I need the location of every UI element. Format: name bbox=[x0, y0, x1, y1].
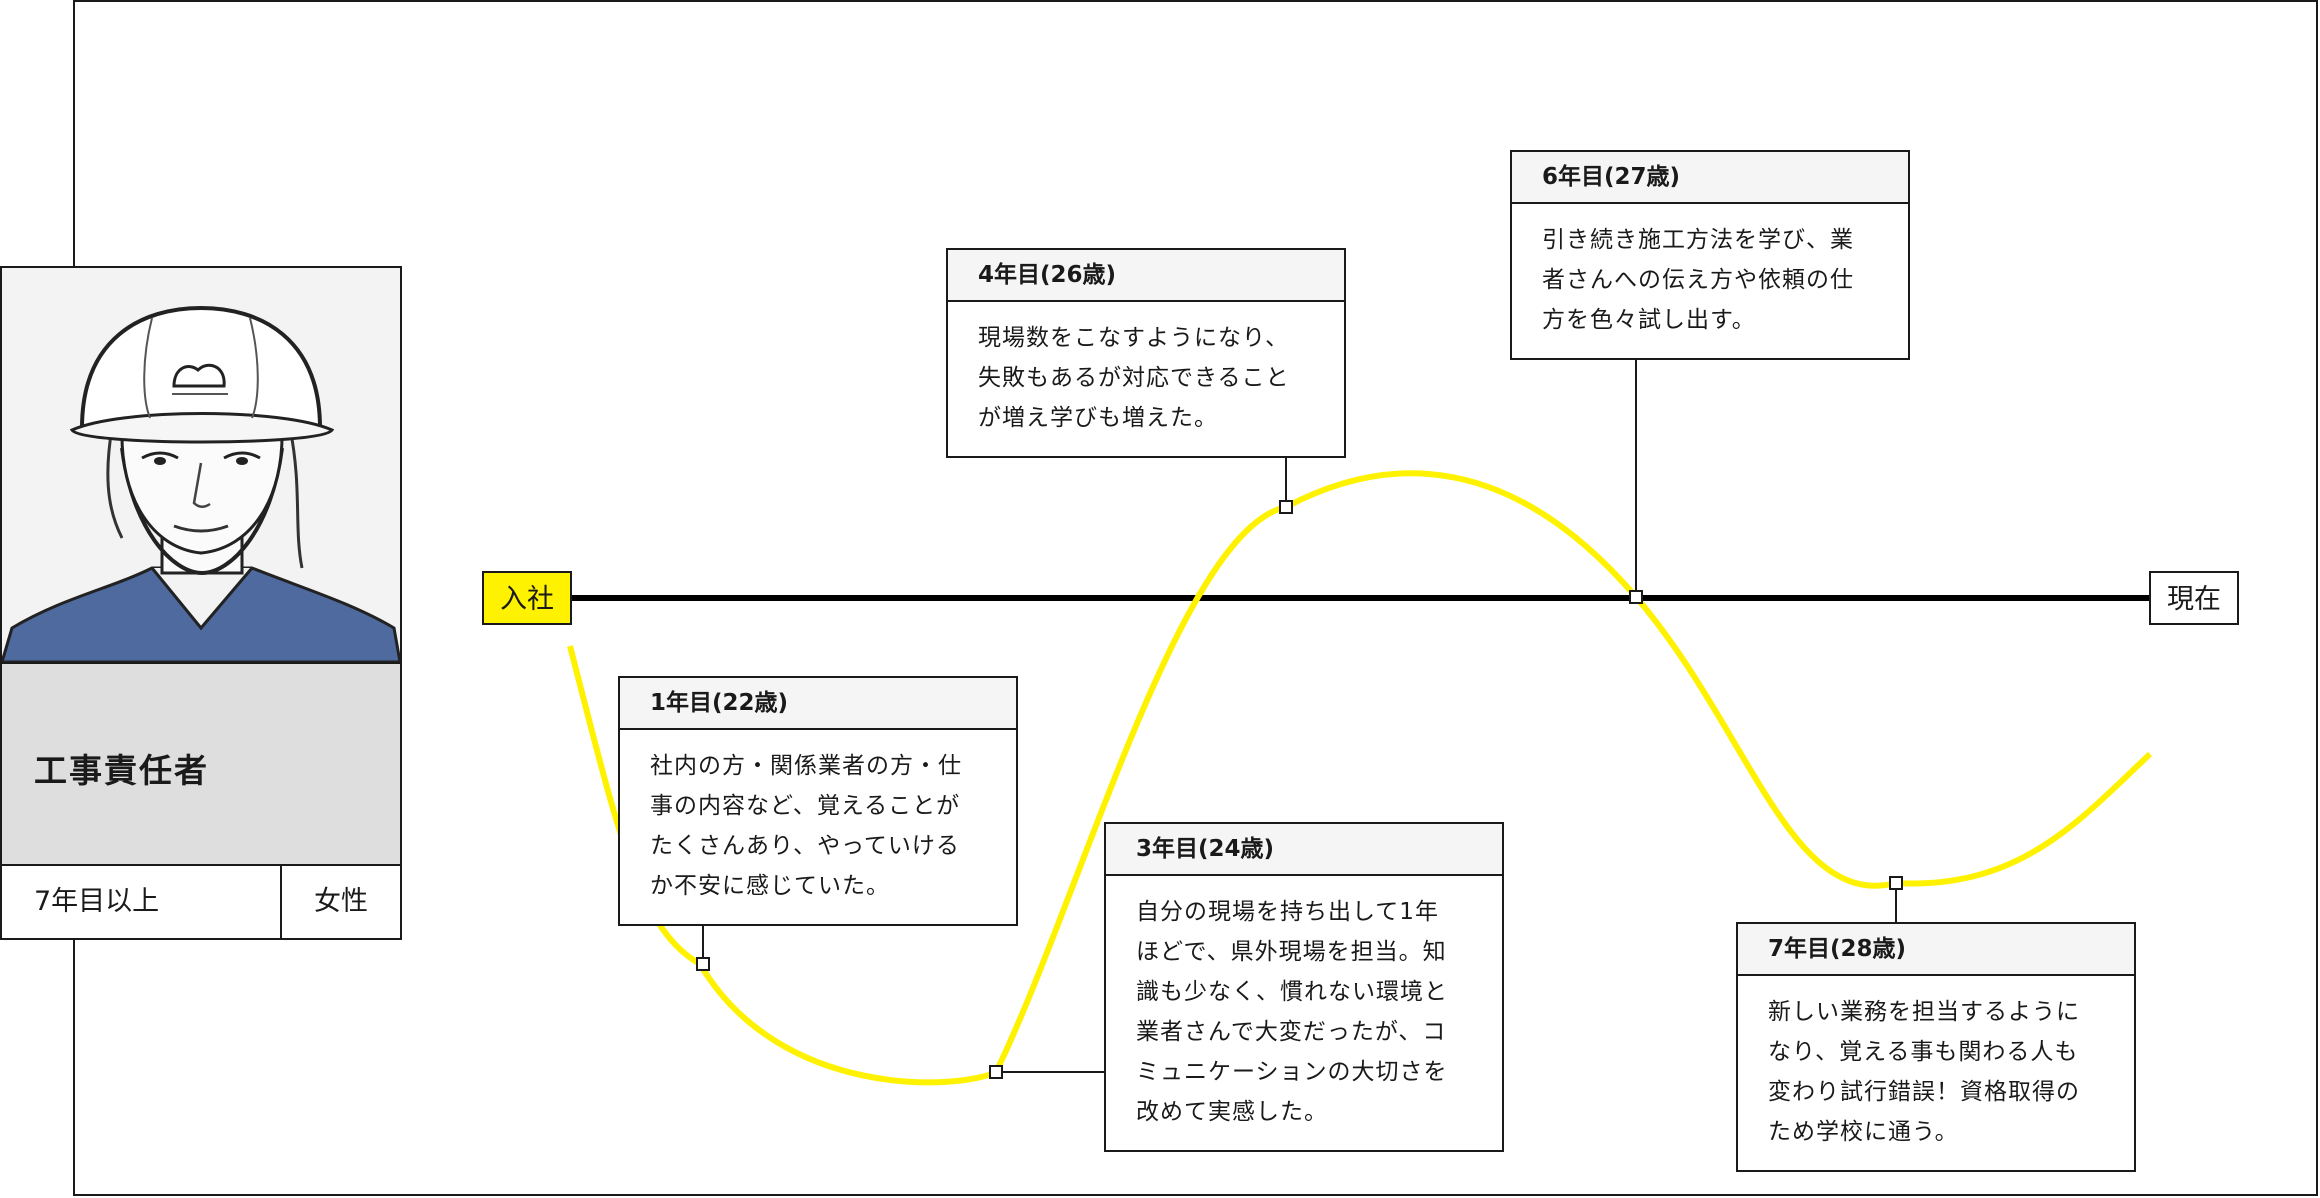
event-text: 新しい業務を担当するように なり、覚える事も関わる人も 変わり試行錯誤！資格取得… bbox=[1768, 999, 2080, 1145]
event-card-year-6: 6年目(27歳) 引き続き施工方法を学び、業 者さんへの伝え方や依頼の仕 方を色… bbox=[1510, 150, 1910, 360]
event-text: 現場数をこなすようになり、 失敗もあるが対応できること が増え学びも増えた。 bbox=[978, 325, 1290, 431]
marker-6 bbox=[1629, 590, 1643, 604]
marker-4 bbox=[1279, 500, 1293, 514]
end-label: 現在 bbox=[2149, 571, 2239, 625]
event-card-year-3: 3年目(24歳) 自分の現場を持ち出して1年 ほどで、県外現場を担当。知 識も少… bbox=[1104, 822, 1504, 1152]
role-title: 工事責任者 bbox=[34, 751, 209, 790]
event-heading: 4年目(26歳) bbox=[948, 250, 1344, 302]
event-heading: 6年目(27歳) bbox=[1512, 152, 1908, 204]
profile-card: 工事責任者 7年目以上 女性 bbox=[0, 266, 402, 940]
motivation-curve bbox=[567, 470, 2153, 1086]
worker-with-helmet-icon bbox=[2, 268, 400, 664]
event-text: 社内の方・関係業者の方・仕 事の内容など、覚えることが たくさんあり、やっていけ… bbox=[650, 753, 962, 899]
start-label: 入社 bbox=[482, 571, 572, 625]
profile-info-row: 7年目以上 女性 bbox=[2, 866, 400, 938]
event-heading: 7年目(28歳) bbox=[1738, 924, 2134, 976]
event-heading: 1年目(22歳) bbox=[620, 678, 1016, 730]
years-label: 7年目以上 bbox=[2, 866, 282, 938]
event-card-year-7: 7年目(28歳) 新しい業務を担当するように なり、覚える事も関わる人も 変わり… bbox=[1736, 922, 2136, 1172]
event-heading: 3年目(24歳) bbox=[1106, 824, 1502, 876]
role-box: 工事責任者 bbox=[2, 664, 400, 866]
event-text: 引き続き施工方法を学び、業 者さんへの伝え方や依頼の仕 方を色々試し出す。 bbox=[1542, 227, 1854, 333]
marker-7 bbox=[1889, 876, 1903, 890]
event-card-year-1: 1年目(22歳) 社内の方・関係業者の方・仕 事の内容など、覚えることが たくさ… bbox=[618, 676, 1018, 926]
gender-label: 女性 bbox=[314, 886, 368, 917]
event-text: 自分の現場を持ち出して1年 ほどで、県外現場を担当。知 識も少なく、慣れない環境… bbox=[1136, 899, 1448, 1125]
marker-1 bbox=[696, 957, 710, 971]
event-card-year-4: 4年目(26歳) 現場数をこなすようになり、 失敗もあるが対応できること が増え… bbox=[946, 248, 1346, 458]
marker-3 bbox=[989, 1065, 1003, 1079]
